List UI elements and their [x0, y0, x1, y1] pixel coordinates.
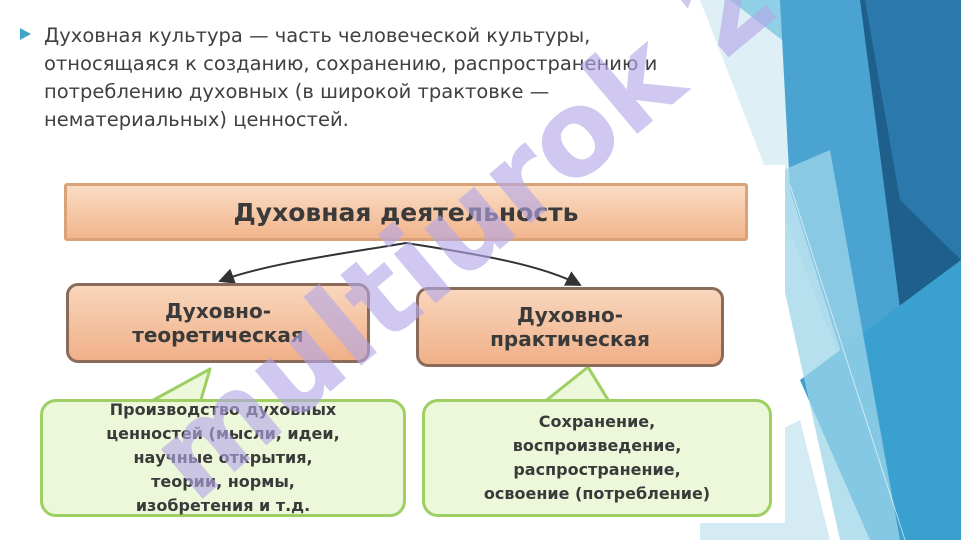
- deco-blue-facet: [865, 0, 961, 260]
- arrow-to-practical: [405, 242, 582, 286]
- deco-thin-line: [789, 184, 906, 540]
- practical-branch-box: Духовно- практическая: [416, 287, 724, 367]
- theoretical-detail-text: Производство духовных ценностей (мысли, …: [106, 400, 340, 515]
- diagram-connectors: [146, 242, 612, 405]
- practical-detail-text: Сохранение, воспроизведение, распростран…: [483, 412, 711, 503]
- theoretical-branch-box: Духовно- теоретическая: [66, 283, 370, 363]
- deco-light-facet: [760, 150, 900, 540]
- spiritual-activity-diagram: Духовная деятельность Духовно- теоретиче…: [28, 165, 785, 523]
- spiritual-activity-label: Духовная деятельность: [233, 197, 579, 227]
- callout-pointer-right: [541, 365, 612, 405]
- bullet-triangle-icon: [20, 28, 31, 40]
- slide-body-text: Духовная культура — часть человеческой к…: [44, 24, 658, 131]
- practical-branch-label: Духовно- практическая: [490, 303, 650, 351]
- theoretical-detail-callout: Производство духовных ценностей (мысли, …: [40, 399, 406, 517]
- spiritual-activity-box: Духовная деятельность: [64, 183, 748, 241]
- practical-detail-callout: Сохранение, воспроизведение, распростран…: [422, 399, 772, 517]
- arrow-to-theoretical: [218, 242, 407, 284]
- theoretical-branch-label: Духовно- теоретическая: [132, 299, 304, 347]
